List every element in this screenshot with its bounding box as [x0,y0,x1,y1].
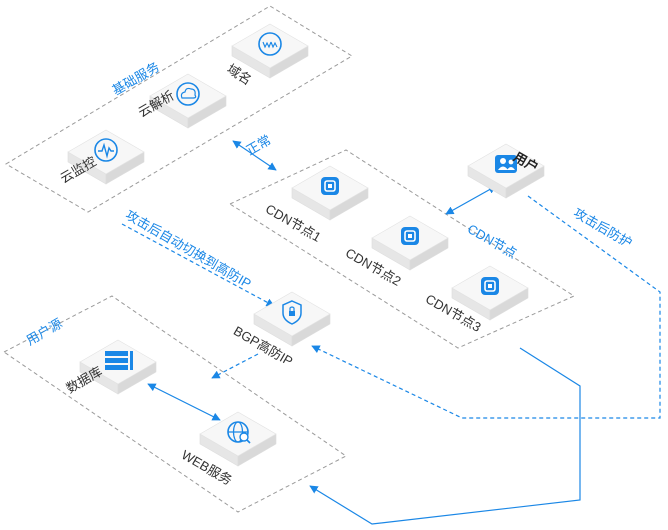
tile-domain [231,23,309,79]
monitor-icon [94,138,118,162]
www-icon [258,32,282,56]
tile-cloud-monitor [67,129,145,185]
shield-icon [282,300,302,325]
edge-auto-switch [121,223,275,307]
group-cdn-nodes [228,149,576,349]
tile-database [79,339,157,395]
cdn-icon [481,277,499,295]
tile-cdn2 [371,215,449,271]
tile-web [199,411,277,467]
cloud-dns-icon [176,82,200,106]
cdn-icon [321,177,339,195]
users-icon [495,155,517,173]
tile-bgp [253,291,331,347]
edge-cdn-origin [309,347,581,525]
group-basic-services [5,5,353,213]
edge-db-web [147,383,221,421]
edge-after-attack [311,195,661,419]
edge-bgp-origin [211,353,259,379]
edge-user-cdn [445,185,497,215]
web-icon [227,421,251,444]
tile-cdn3 [451,265,529,321]
edge-normal [232,140,277,171]
tile-user [467,143,545,199]
cdn-icon [401,227,419,245]
tile-cdn1 [291,165,369,221]
tile-cloud-dns [149,73,227,129]
database-icon [105,351,133,370]
